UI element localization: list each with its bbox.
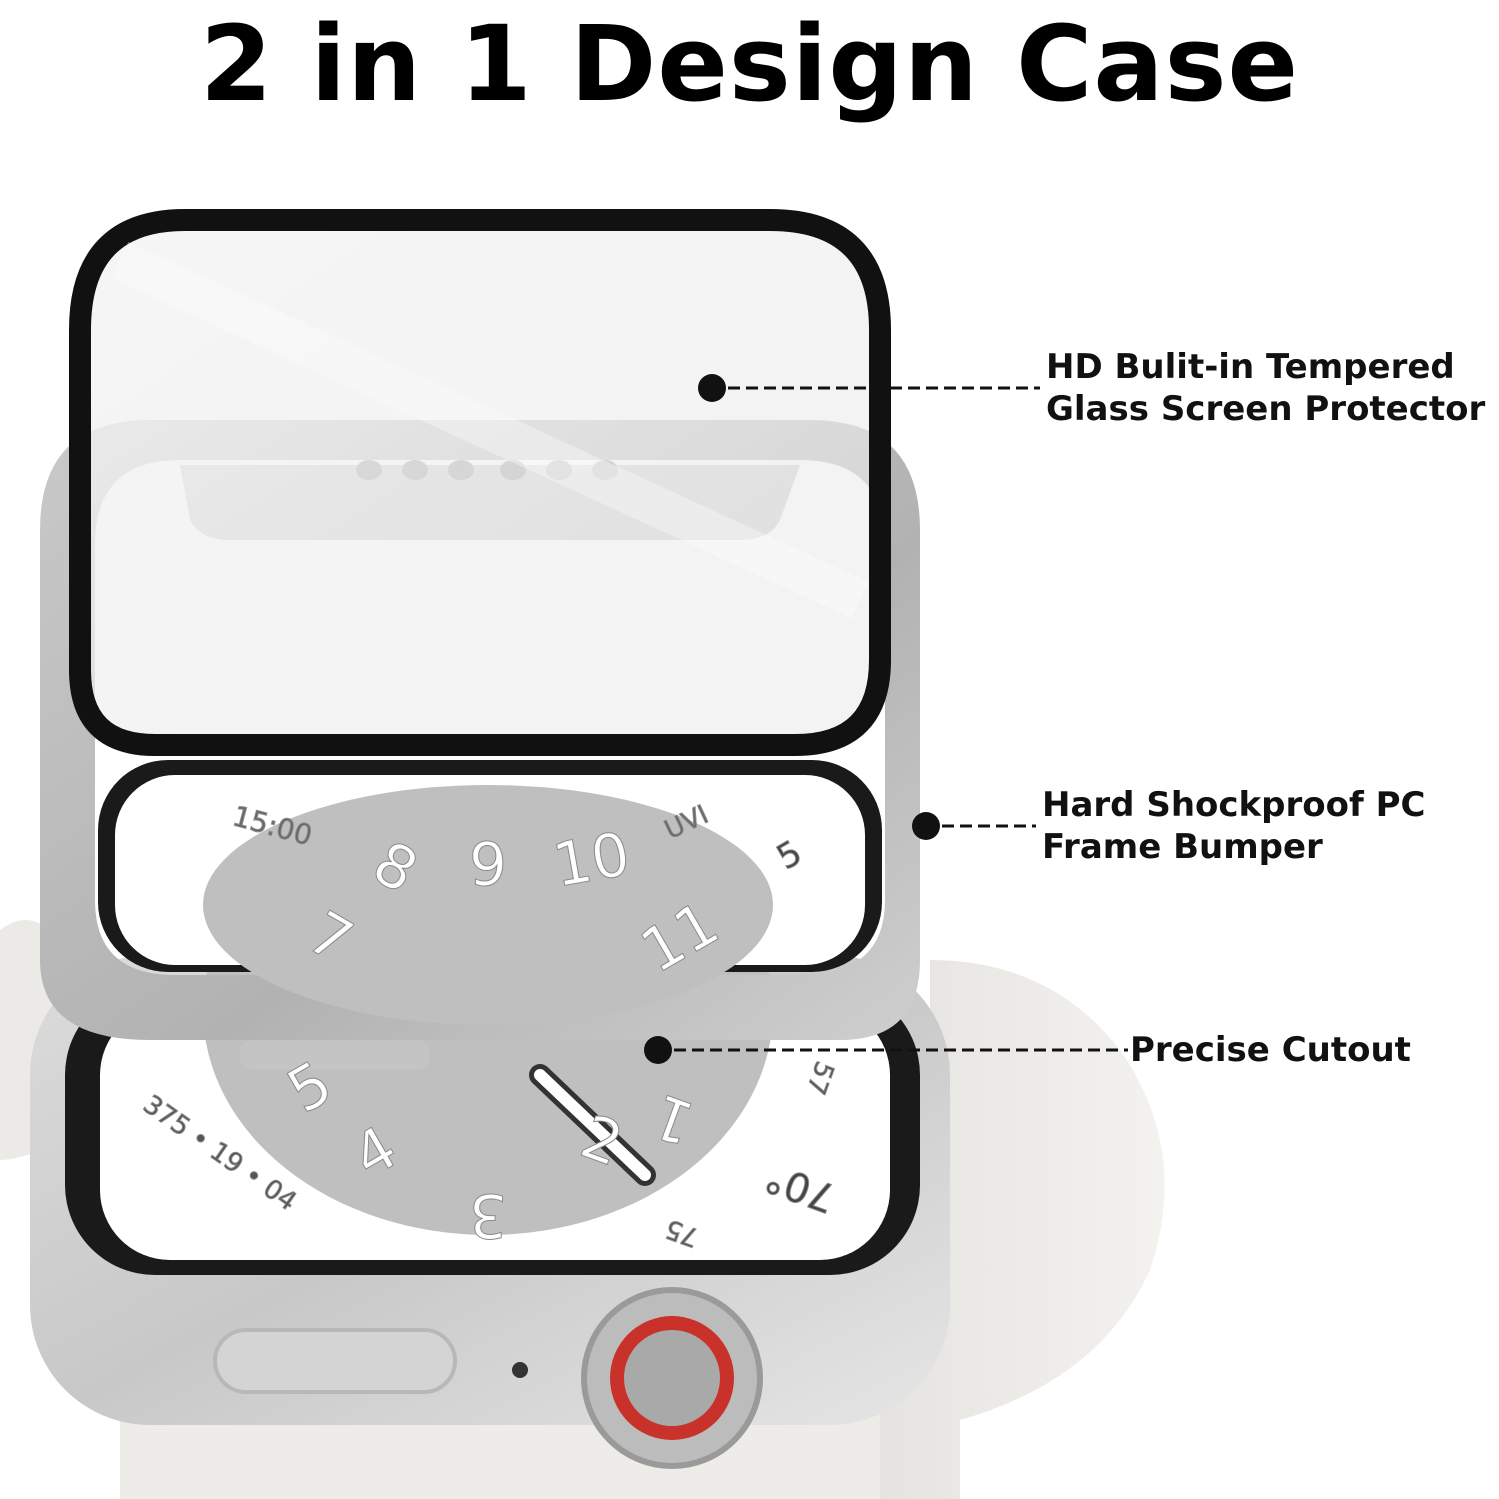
- pc-frame-bumper: [40, 420, 920, 1070]
- hour-numeral-3: 3: [469, 1180, 507, 1250]
- callout-glass-line1: HD Bulit-in Tempered: [1046, 347, 1455, 387]
- callout-cutout-line1: Precise Cutout: [1130, 1030, 1411, 1070]
- callout-cutout-label: Precise Cutout: [1130, 1029, 1411, 1071]
- callout-frame-marker: [912, 812, 1036, 840]
- hour-numeral-10: 10: [548, 819, 635, 901]
- callout-frame-line2: Frame Bumper: [1042, 827, 1323, 867]
- callout-cutout-marker: [644, 1036, 1128, 1064]
- tempered-glass-protector: [69, 209, 891, 756]
- hour-numeral-9: 9: [469, 830, 507, 900]
- callout-glass-label: HD Bulit-in Tempered Glass Screen Protec…: [1046, 346, 1485, 430]
- side-button: [213, 1328, 457, 1394]
- callout-frame-label: Hard Shockproof PC Frame Bumper: [1042, 784, 1425, 868]
- callout-glass-line2: Glass Screen Protector: [1046, 389, 1486, 429]
- callout-frame-line1: Hard Shockproof PC: [1042, 785, 1426, 825]
- page-title: 2 in 1 Design Case: [199, 3, 1300, 125]
- callout-glass-marker: [698, 374, 1040, 402]
